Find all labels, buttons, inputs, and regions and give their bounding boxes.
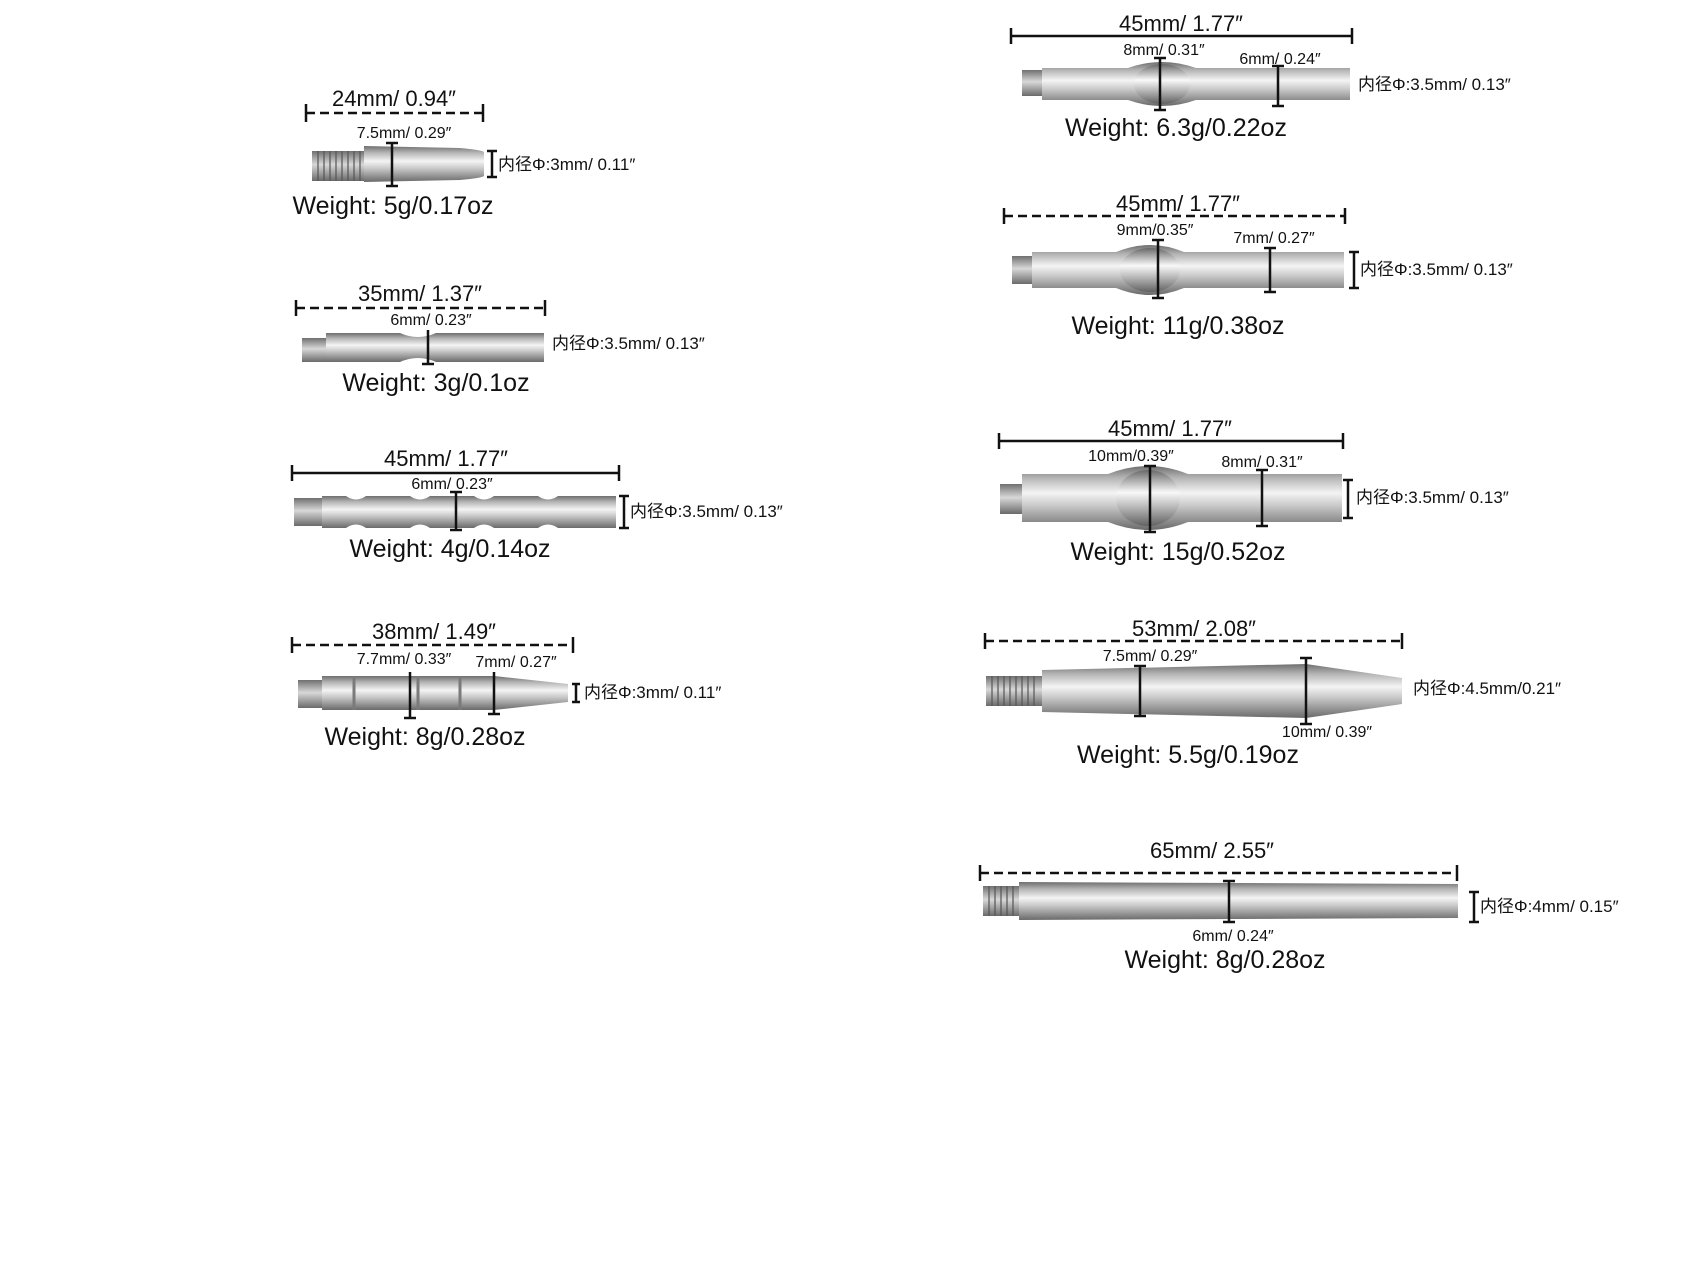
dimension-label-rear: 8mm/ 0.31″ <box>1221 454 1303 471</box>
length-label: 45mm/ 1.77″ <box>1116 191 1240 216</box>
length-label: 35mm/ 1.37″ <box>358 281 482 306</box>
shaft-body-image <box>302 333 544 362</box>
weight-label: Weight: 8g/0.28oz <box>1124 946 1325 974</box>
length-label: 65mm/ 2.55″ <box>1150 838 1274 863</box>
inner-diameter-label: 内径Φ:3.5mm/ 0.13″ <box>1358 75 1511 94</box>
dimension-label: 7.5mm/ 0.29″ <box>357 125 452 142</box>
shaft-body-image <box>1000 466 1342 530</box>
shaft-card-24mm: 24mm/ 0.94″ 7.5mm/ 0.29″ 内径Φ:3mm/ 0.11″ … <box>292 86 635 220</box>
inner-diameter-label: 内径Φ:3.5mm/ 0.13″ <box>1360 260 1513 279</box>
shaft-card-65mm: 65mm/ 2.55″ 内径Φ:4mm/ 0.15″ 6mm/ 0.24″ We… <box>978 838 1619 974</box>
shaft-card-45mm-bulge-large: 45mm/ 1.77″ 10mm/0.39″ 8mm/ 0.31″ 内径Φ:3.… <box>997 416 1509 566</box>
weight-label: Weight: 5g/0.17oz <box>292 192 493 220</box>
dimension-label-rear: 6mm/ 0.24″ <box>1239 51 1321 68</box>
dimension-label: 6mm/ 0.23″ <box>411 476 493 493</box>
dimension-label-front: 8mm/ 0.31″ <box>1123 42 1205 59</box>
length-dimension-line <box>304 104 485 122</box>
length-label: 38mm/ 1.49″ <box>372 619 496 644</box>
dimension-label-front: 10mm/0.39″ <box>1088 448 1174 465</box>
shaft-body-image <box>312 146 484 182</box>
weight-label: Weight: 15g/0.52oz <box>1071 538 1286 566</box>
weight-label: Weight: 11g/0.38oz <box>1071 312 1284 340</box>
shaft-card-45mm-bulge-medium: 45mm/ 1.77″ 9mm/0.35″ 7mm/ 0.27″ 内径Φ:3.5… <box>1002 191 1513 340</box>
inner-diameter-label: 内径Φ:3mm/ 0.11″ <box>584 683 721 702</box>
inner-diameter-label: 内径Φ:3.5mm/ 0.13″ <box>630 502 783 521</box>
shaft-body-image <box>1012 245 1344 295</box>
length-label: 45mm/ 1.77″ <box>1108 416 1232 441</box>
weight-label: Weight: 5.5g/0.19oz <box>1077 741 1299 769</box>
length-label: 45mm/ 1.77″ <box>384 446 508 471</box>
dimension-label-rear: 7mm/ 0.27″ <box>1233 230 1315 247</box>
weight-label: Weight: 8g/0.28oz <box>324 723 525 751</box>
shaft-body-image <box>1022 62 1350 106</box>
inner-diameter-label: 内径Φ:4.5mm/0.21″ <box>1413 679 1561 698</box>
weight-label: Weight: 4g/0.14oz <box>349 535 550 563</box>
inner-diameter-label: 内径Φ:3.5mm/ 0.13″ <box>552 334 705 353</box>
inner-diameter-label: 内径Φ:3mm/ 0.11″ <box>498 155 635 174</box>
shaft-body-image <box>986 664 1402 718</box>
length-label: 53mm/ 2.08″ <box>1132 616 1256 641</box>
weight-label: Weight: 3g/0.1oz <box>342 369 529 397</box>
dimension-label-rear: 10mm/ 0.39″ <box>1282 724 1372 741</box>
shaft-card-45mm-bulge-small: 45mm/ 1.77″ 8mm/ 0.31″ 6mm/ 0.24″ 内径Φ:3.… <box>1009 11 1511 142</box>
dimension-label-front: 7.7mm/ 0.33″ <box>357 651 452 668</box>
dimension-label-front: 7.5mm/ 0.29″ <box>1103 648 1198 665</box>
shaft-card-53mm: 53mm/ 2.08″ 7.5mm/ 0.29″ 内径Φ:4.5mm/0.21″… <box>983 616 1561 769</box>
shaft-body-image <box>298 676 568 710</box>
weight-label: Weight: 6.3g/0.22oz <box>1065 114 1287 142</box>
shaft-body-image <box>294 496 616 528</box>
inner-diameter-label: 内径Φ:3.5mm/ 0.13″ <box>1356 488 1509 507</box>
shaft-card-38mm: 38mm/ 1.49″ 7.7mm/ 0.33″ 7mm/ 0.27″ 内径Φ:… <box>290 619 721 751</box>
dimension-label-rear: 7mm/ 0.27″ <box>475 654 557 671</box>
shaft-card-45mm: 45mm/ 1.77″ 6mm/ 0.23″ 内径Φ:3.5mm/ 0.13″ … <box>290 446 783 563</box>
dimension-label-front: 9mm/0.35″ <box>1117 222 1194 239</box>
inner-diameter-label: 内径Φ:4mm/ 0.15″ <box>1480 897 1619 916</box>
length-label: 24mm/ 0.94″ <box>332 86 456 111</box>
dimension-label: 6mm/ 0.24″ <box>1192 928 1274 945</box>
shaft-card-35mm: 35mm/ 1.37″ 6mm/ 0.23″ 内径Φ:3.5mm/ 0.13″ … <box>294 281 705 397</box>
dimension-label: 6mm/ 0.23″ <box>390 312 472 329</box>
length-label: 45mm/ 1.77″ <box>1119 11 1243 36</box>
shaft-body-image <box>983 882 1458 920</box>
